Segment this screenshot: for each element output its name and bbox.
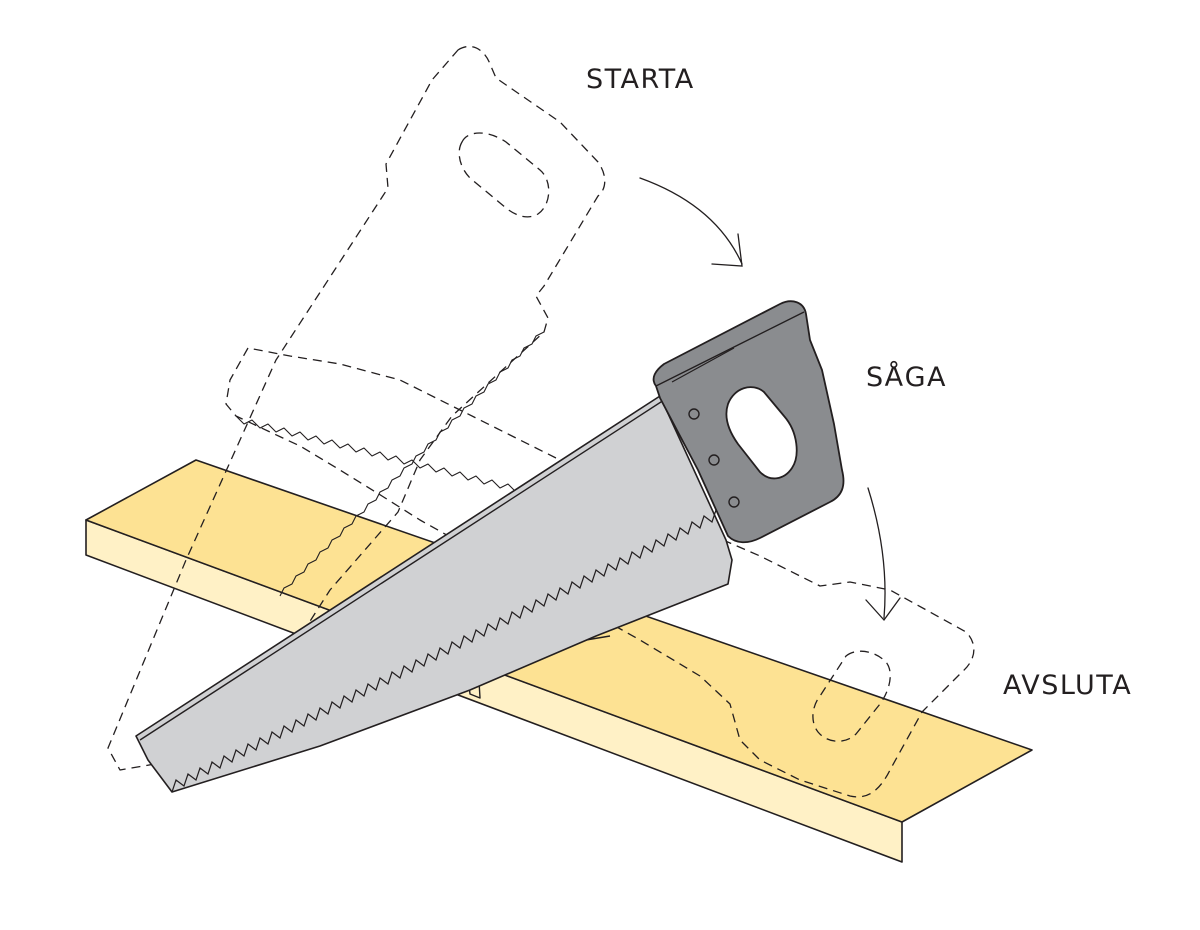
saw-grip-hole <box>725 386 798 480</box>
saw-rivet-middle <box>708 454 720 466</box>
curved-arrow-icon <box>639 177 901 622</box>
arrow-start-to-saw-head <box>711 233 743 267</box>
step-label-finish: AVSLUTA <box>1003 670 1133 701</box>
saw-rivet-bottom <box>728 496 740 508</box>
saw-blade <box>135 395 733 793</box>
ghost-saw-start-teeth <box>279 331 545 597</box>
saw-teeth <box>171 503 729 793</box>
ghost-saw-start <box>107 45 606 771</box>
saw-handle-collar <box>655 311 805 387</box>
arrow-start-to-saw <box>639 177 743 265</box>
saw-handle-collar-slot <box>671 347 735 383</box>
ghost-saw-finish-grip-hole <box>812 650 891 742</box>
arrow-saw-to-finish-head <box>865 597 901 622</box>
saw-blade-back <box>139 399 665 741</box>
step-label-saw: SÅGA <box>866 362 948 393</box>
arrow-saw-to-finish <box>867 487 886 619</box>
saw-rivet-top <box>688 408 700 420</box>
ghost-saw-start-grip-hole <box>458 132 550 218</box>
ghost-saw-start-handle-outline <box>107 45 606 771</box>
saw-icon <box>135 300 845 793</box>
step-label-start: STARTA <box>586 64 695 95</box>
